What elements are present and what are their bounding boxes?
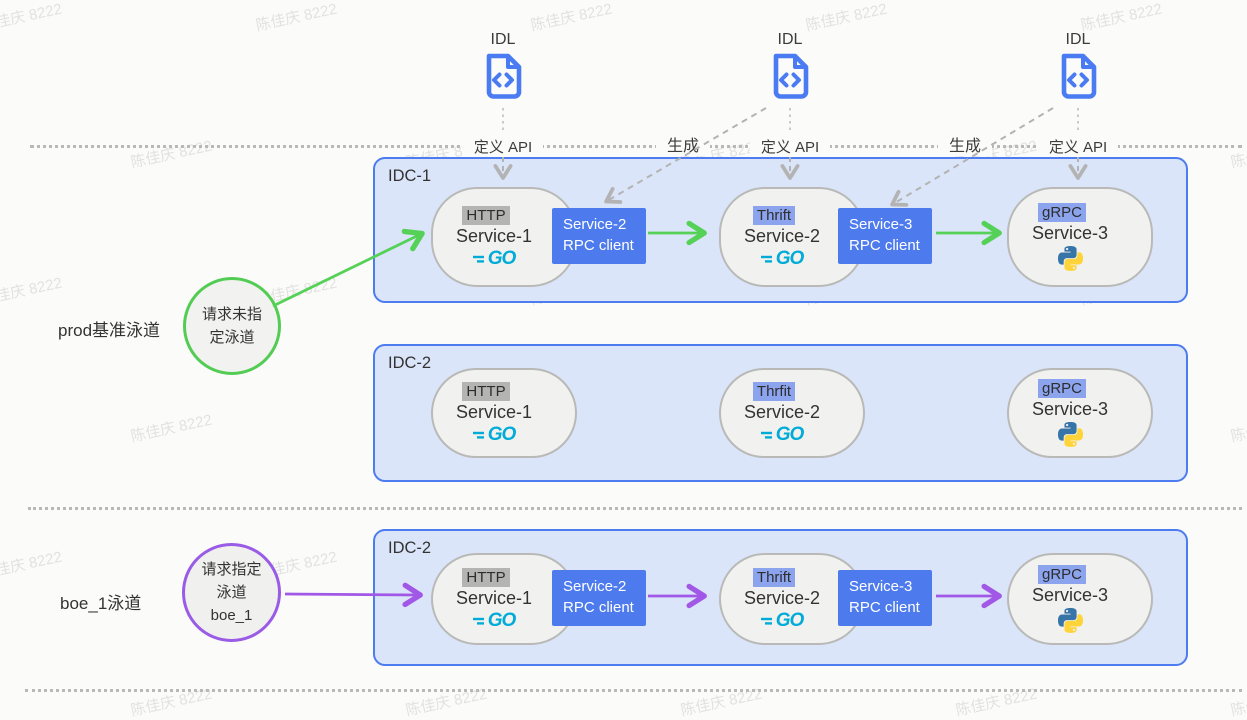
rpc-client-box: Service-3 RPC client [838, 570, 932, 626]
generate-label-1: 生成 [656, 132, 710, 156]
protocol-badge: HTTP [462, 381, 510, 402]
service-node-2: Thrfit Service-2 GO [719, 368, 865, 458]
python-logo [1057, 608, 1083, 634]
request-circle-text: boe_1 [210, 607, 253, 625]
go-logo: GO [760, 424, 805, 446]
rpc-client-box: Service-2 RPC client [552, 208, 646, 264]
idl-node-2: IDL [744, 31, 836, 104]
service-name: Service-2 [743, 226, 821, 247]
python-logo [1057, 246, 1083, 272]
idl-node-3: IDL [1032, 31, 1124, 104]
rpc-client-line1: Service-2 [563, 578, 627, 595]
request-circle-text: 请求未指 [201, 305, 262, 323]
watermark-text: 陈佳庆 8222 [254, 0, 339, 35]
go-logo: GO [472, 610, 517, 632]
rpc-client-line2: RPC client [849, 598, 920, 616]
go-logo: GO [760, 248, 805, 270]
rpc-client-box: Service-2 RPC client [552, 570, 646, 626]
protocol-badge: gRPC [1037, 378, 1086, 399]
idl-label: IDL [490, 31, 516, 48]
separator-bottom [25, 689, 1242, 692]
watermark-text: 陈佳庆 8222 [0, 274, 64, 309]
go-wordmark: GO [775, 610, 805, 632]
request-circle-text: 请求指定 [201, 560, 262, 578]
service-node-3: gRPC Service-3 [1007, 368, 1153, 458]
watermark-text: 陈佳庆 8222 [0, 0, 64, 35]
protocol-badge: Thrfit [752, 381, 796, 402]
watermark-text: 陈佳庆 8222 [0, 548, 64, 583]
service-node-1: HTTP Service-1 GO [431, 368, 577, 458]
rpc-client-line1: Service-3 [849, 578, 913, 595]
watermark-text: 陈佳庆 8222 [129, 137, 214, 172]
service-name: Service-3 [1031, 585, 1109, 606]
idc1-box: IDC-1 HTTP Service-1 GO Thrift Service-2… [373, 157, 1188, 303]
request-circle-text: 定泳道 [209, 329, 255, 346]
service-name: Service-3 [1031, 399, 1109, 420]
protocol-badge: HTTP [462, 205, 510, 226]
go-wordmark: GO [487, 248, 517, 270]
idl-node-1: IDL [457, 31, 549, 104]
service-node-1: HTTP Service-1 GO [431, 187, 577, 287]
go-wordmark: GO [775, 424, 805, 446]
idl-file-icon [768, 53, 812, 103]
service-name: Service-1 [455, 588, 533, 609]
service-name: Service-3 [1031, 223, 1109, 244]
separator-middle [28, 507, 1242, 510]
rpc-client-line1: Service-3 [849, 216, 913, 233]
define-api-label-2: 定义 API [750, 136, 830, 157]
go-wordmark: GO [487, 610, 517, 632]
service-name: Service-2 [743, 402, 821, 423]
watermark-text: 陈佳庆 8222 [1229, 138, 1247, 172]
protocol-badge: Thrift [752, 567, 796, 588]
go-logo: GO [472, 248, 517, 270]
protocol-badge: HTTP [462, 567, 510, 588]
generate-label-2: 生成 [938, 132, 992, 156]
lane-label-boe: boe_1泳道 [60, 594, 142, 613]
go-logo: GO [472, 424, 517, 446]
service-name: Service-1 [455, 402, 533, 423]
service-node-2: Thrift Service-2 GO [719, 187, 865, 287]
go-logo: GO [760, 610, 805, 632]
idl-file-icon [481, 53, 525, 103]
define-api-label-1: 定义 API [463, 136, 543, 157]
protocol-badge: gRPC [1037, 564, 1086, 585]
protocol-badge: gRPC [1037, 202, 1086, 223]
watermark-text: 陈佳庆 8222 [1229, 412, 1247, 446]
rpc-client-line2: RPC client [563, 598, 634, 616]
idc-box-label: IDC-2 [388, 539, 432, 557]
go-wordmark: GO [487, 424, 517, 446]
request-circle-no-lane: 请求未指 定泳道 [183, 277, 281, 375]
rpc-client-line2: RPC client [849, 236, 920, 254]
rpc-client-line1: Service-2 [563, 216, 627, 233]
idl-stub-lines [502, 108, 1079, 133]
rpc-client-box: Service-3 RPC client [838, 208, 932, 264]
request-circle-boe1: 请求指定 泳道 boe_1 [182, 543, 281, 642]
protocol-badge: Thrift [752, 205, 796, 226]
service-name: Service-2 [743, 588, 821, 609]
lane-label-prod: prod基准泳道 [58, 321, 161, 340]
idl-file-icon [1056, 53, 1100, 103]
idc-box-label: IDC-2 [388, 354, 432, 372]
define-api-label-3: 定义 API [1038, 136, 1118, 157]
idl-label: IDL [777, 31, 803, 48]
watermark-text: 陈佳庆 8222 [129, 411, 214, 446]
idc2-box-boe: IDC-2 HTTP Service-1 GO Thrift Service-2… [373, 529, 1188, 666]
rpc-client-line2: RPC client [563, 236, 634, 254]
idl-label: IDL [1065, 31, 1091, 48]
service-node-3: gRPC Service-3 [1007, 187, 1153, 287]
idc2-box-prod: IDC-2 HTTP Service-1 GO Thrfit Service-2… [373, 344, 1188, 482]
request-circle-text: 泳道 [216, 583, 247, 601]
service-name: Service-1 [455, 226, 533, 247]
go-wordmark: GO [775, 248, 805, 270]
service-node-3: gRPC Service-3 [1007, 553, 1153, 645]
python-logo [1057, 422, 1083, 448]
idc-box-label: IDC-1 [388, 167, 432, 185]
